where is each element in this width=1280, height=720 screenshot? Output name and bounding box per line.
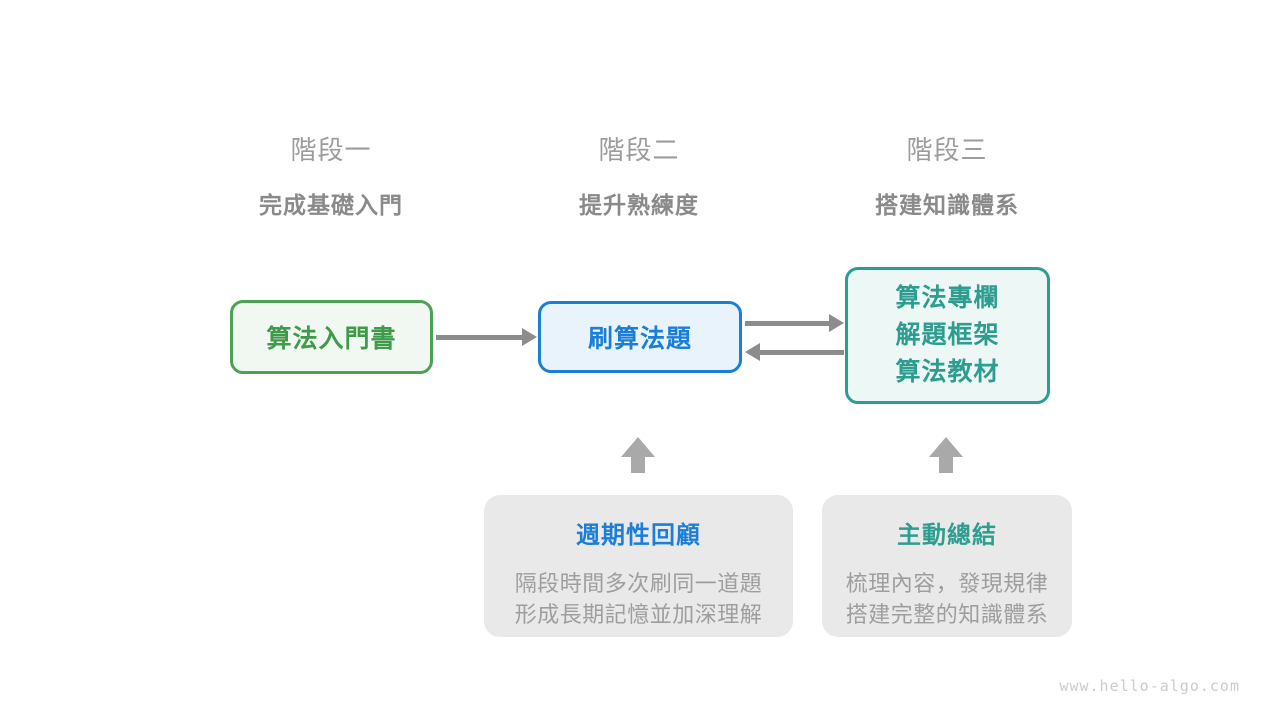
arrow-shaft — [436, 334, 522, 340]
node-intro-book: 算法入門書 — [230, 300, 433, 374]
note-body-line-1: 隔段時間多次刷同一道題 — [514, 571, 763, 596]
arrow-up-icon — [929, 437, 963, 473]
watermark-url: www.hello-algo.com — [1059, 677, 1240, 695]
arrow-up-stem — [939, 457, 953, 473]
stage-1-header: 階段一 完成基礎入門 — [201, 130, 461, 220]
arrow-up-head — [929, 437, 963, 457]
note-active-summary-body: 梳理內容，發現規律 搭建完整的知識體系 — [822, 568, 1072, 630]
stage-3-header: 階段三 搭建知識體系 — [817, 130, 1077, 220]
arrow-head-right — [829, 314, 844, 332]
node-resources-line-2: 解題框架 — [895, 321, 1000, 349]
arrow-head-right — [522, 328, 537, 346]
note-active-summary: 主動總結 梳理內容，發現規律 搭建完整的知識體系 — [822, 495, 1072, 637]
stage-2-title: 階段二 — [598, 135, 680, 165]
note-active-summary-title: 主動總結 — [897, 522, 997, 549]
note-periodic-review-title: 週期性回顧 — [576, 522, 701, 549]
arrow-shaft — [760, 349, 844, 355]
node-intro-book-label: 算法入門書 — [266, 325, 397, 353]
stage-2-subtitle: 提升熟練度 — [579, 192, 699, 218]
node-practice-problems-label: 刷算法題 — [587, 325, 692, 353]
stage-3-title: 階段三 — [906, 135, 988, 165]
node-resources-line-3: 算法教材 — [895, 358, 1000, 386]
arrow-up-icon — [621, 437, 655, 473]
stage-1-title: 階段一 — [290, 135, 372, 165]
note-body-line-2: 形成長期記憶並加深理解 — [514, 602, 763, 627]
node-practice-problems: 刷算法題 — [538, 301, 742, 373]
node-resources-line-1: 算法專欄 — [895, 284, 1000, 312]
note-periodic-review: 週期性回顧 隔段時間多次刷同一道題 形成長期記憶並加深理解 — [484, 495, 793, 637]
stage-3-subtitle: 搭建知識體系 — [875, 192, 1019, 218]
arrow-left-icon — [745, 343, 844, 361]
arrow-right-icon — [745, 314, 844, 332]
arrow-shaft — [745, 320, 829, 326]
stage-1-subtitle: 完成基礎入門 — [259, 192, 403, 218]
arrow-right-icon — [436, 328, 537, 346]
arrow-up-head — [621, 437, 655, 457]
note-periodic-review-body: 隔段時間多次刷同一道題 形成長期記憶並加深理解 — [484, 568, 793, 630]
arrow-up-stem — [631, 457, 645, 473]
arrow-head-left — [745, 343, 760, 361]
note-body-line-2: 搭建完整的知識體系 — [845, 602, 1049, 627]
note-body-line-1: 梳理內容，發現規律 — [845, 571, 1049, 596]
node-advanced-resources: 算法專欄 解題框架 算法教材 — [845, 267, 1050, 404]
stage-2-header: 階段二 提升熟練度 — [509, 130, 769, 220]
